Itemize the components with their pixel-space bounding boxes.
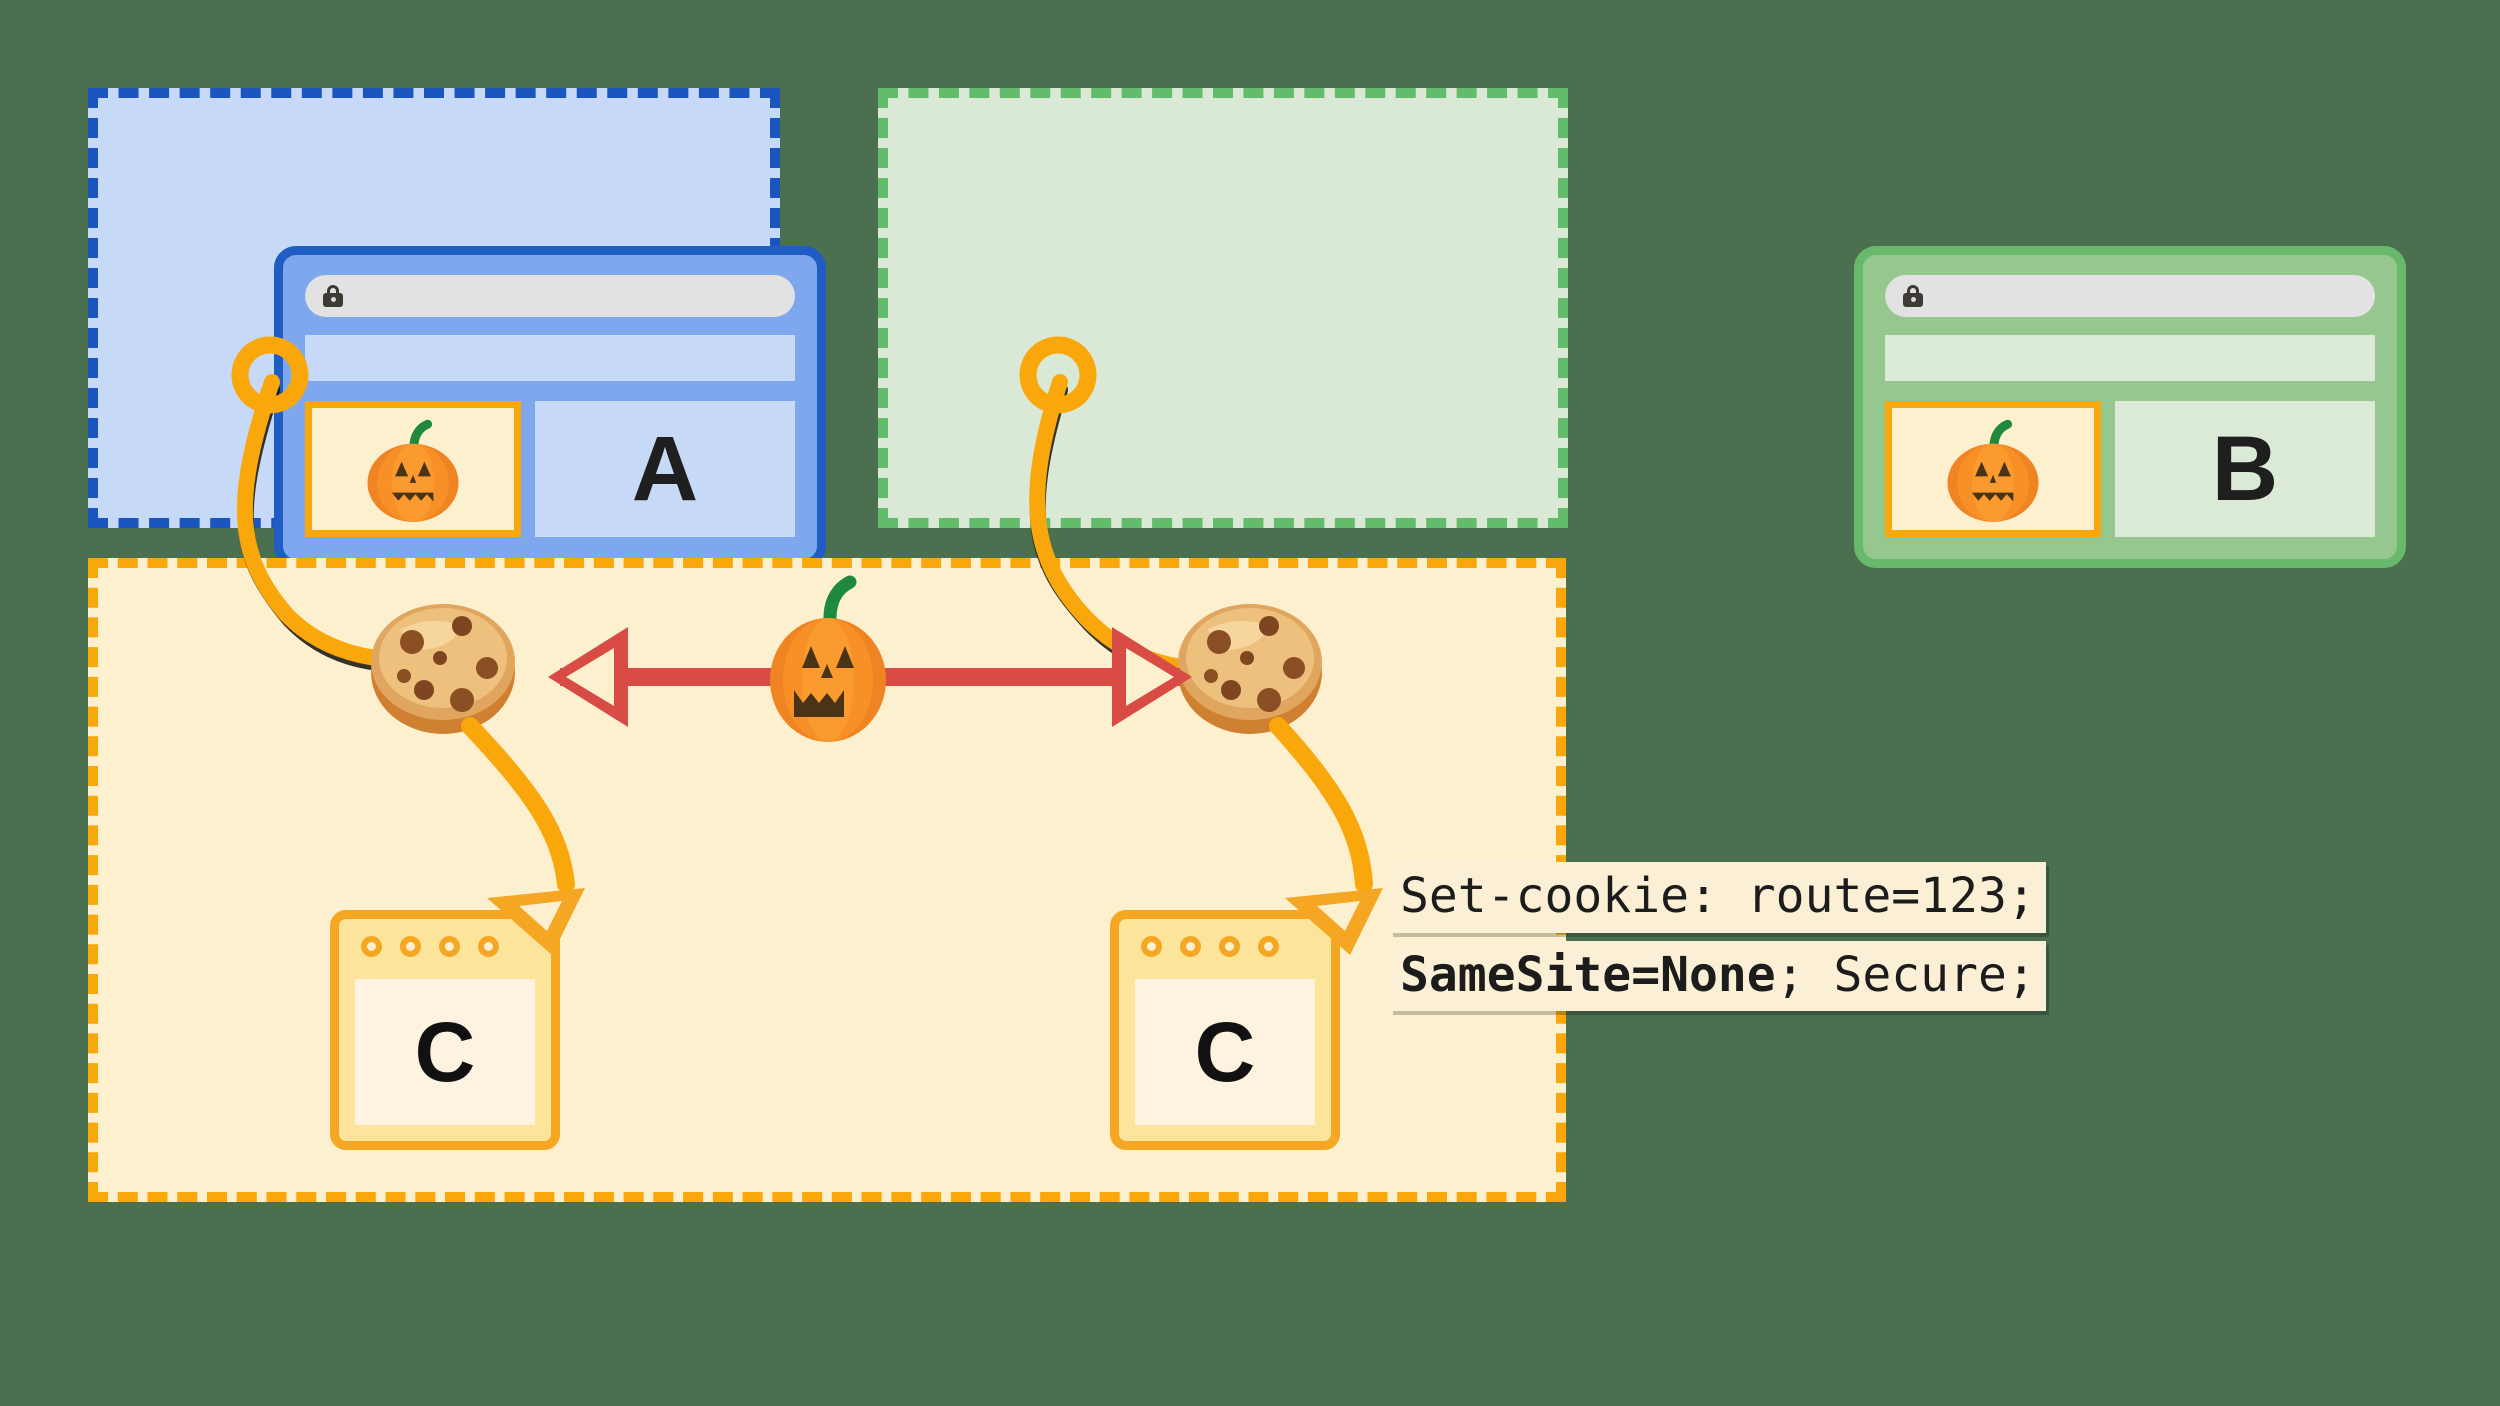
site-letter-a: A (631, 418, 699, 520)
window-dot-icon (1141, 935, 1162, 957)
window-dot-icon (1180, 935, 1201, 957)
browser-content-a: A (305, 401, 795, 537)
window-dot-icon (361, 935, 382, 957)
window-dot-icon (400, 935, 421, 957)
server-titlebar-right (1119, 919, 1331, 973)
browser-window-b: B (1854, 246, 2406, 568)
samesite-rest: ; Secure; (1775, 946, 2036, 1003)
page-letter-pane-a: A (535, 401, 795, 537)
window-dot-icon (478, 935, 499, 957)
content-strip-a (305, 335, 795, 381)
padlock-icon (323, 285, 343, 307)
site-a-container: A (88, 88, 826, 568)
site-c-container (88, 558, 1566, 1202)
address-bar-b[interactable] (1885, 275, 2375, 317)
window-dot-icon (1219, 935, 1240, 957)
browser-window-a: A (274, 246, 826, 568)
server-letter-c-left: C (414, 1005, 476, 1099)
code-label-stack: Set-cookie: route=123; SameSite=None; Se… (1390, 862, 2046, 1012)
padlock-icon (1903, 285, 1923, 307)
code-line-set-cookie: Set-cookie: route=123; (1390, 862, 2046, 933)
window-dot-icon (439, 935, 460, 957)
window-dot-icon (1258, 935, 1279, 957)
embedded-pumpkin-thumbnail-b (1885, 401, 2101, 537)
site-letter-b: B (2211, 418, 2279, 520)
server-window-c-left: C (330, 910, 560, 1150)
content-strip-b (1885, 335, 2375, 381)
address-bar-a[interactable] (305, 275, 795, 317)
code-line-samesite: SameSite=None; Secure; (1390, 940, 2046, 1012)
pumpkin-icon (1947, 419, 2039, 522)
browser-content-b: B (1885, 401, 2375, 537)
pumpkin-icon (367, 419, 459, 522)
server-body-left: C (355, 979, 535, 1125)
samesite-none-bold: SameSite=None (1400, 946, 1776, 1003)
server-titlebar-left (339, 919, 551, 973)
site-b-container: B (878, 88, 2406, 568)
server-letter-c-right: C (1194, 1005, 1256, 1099)
page-letter-pane-b: B (2115, 401, 2375, 537)
server-body-right: C (1135, 979, 1315, 1125)
server-window-c-right: C (1110, 910, 1340, 1150)
embedded-pumpkin-thumbnail-a (305, 401, 521, 537)
